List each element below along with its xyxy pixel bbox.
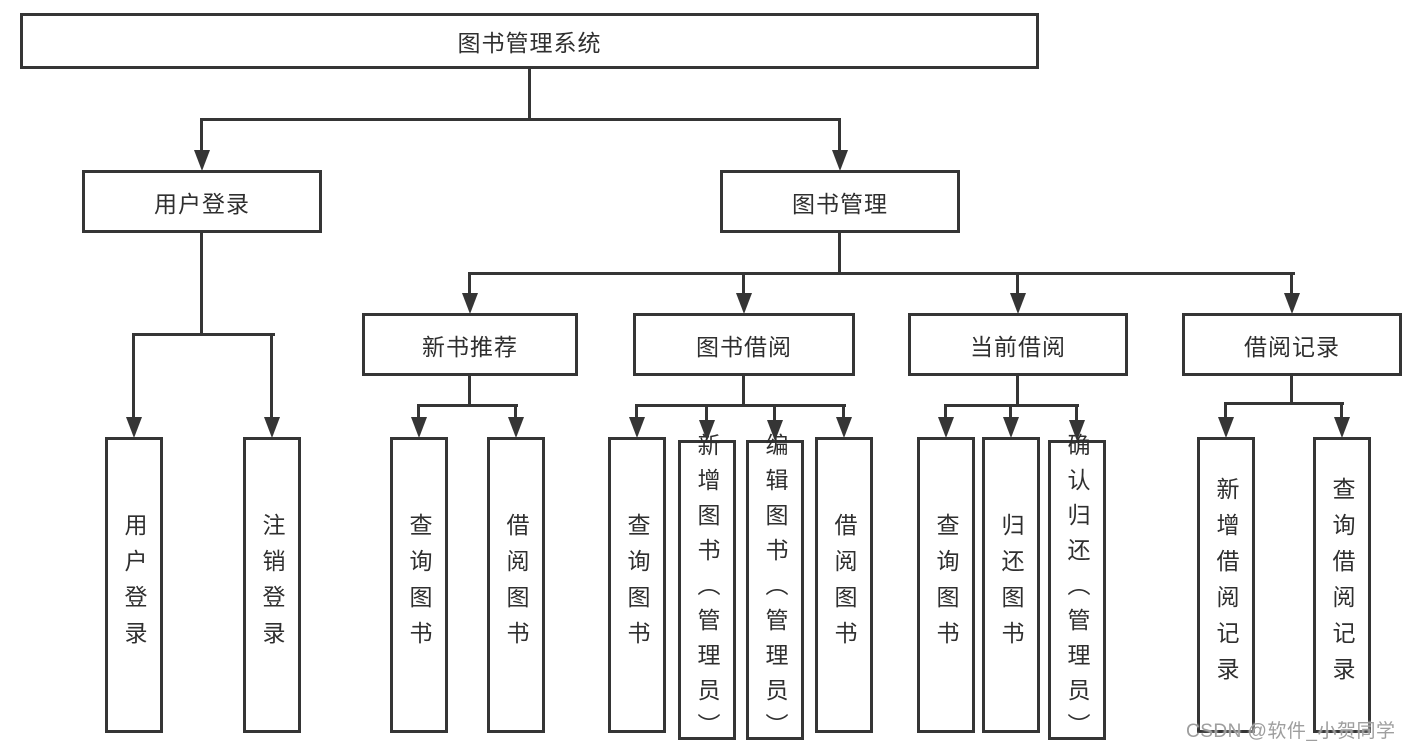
arrow-down-icon [836, 417, 852, 438]
leaf-confirm-return-admin: 确认归还（管理员） [1048, 433, 1106, 747]
connector-line [635, 404, 638, 419]
connector-line [944, 404, 947, 419]
connector-line [1290, 272, 1293, 296]
node-borrow-records: 借阅记录 [1182, 313, 1402, 376]
leaf-user-login: 用户登录 [105, 437, 163, 733]
connector-line [417, 404, 518, 407]
connector-line [838, 233, 841, 274]
arrow-down-icon [194, 150, 210, 171]
connector-line [1224, 402, 1227, 419]
arrow-down-icon [629, 417, 645, 438]
leaf-query-books-recommend: 查询图书 [390, 437, 448, 733]
connector-line [514, 404, 517, 419]
node-user-login: 用户登录 [82, 170, 322, 233]
connector-line [838, 118, 841, 152]
connector-line [842, 404, 845, 419]
node-new-book-recommend: 新书推荐 [362, 313, 578, 376]
connector-line [705, 404, 708, 422]
leaf-add-borrow-record: 新增借阅记录 [1197, 437, 1255, 733]
arrow-down-icon [264, 417, 280, 438]
leaf-borrow-books-recommend: 借阅图书 [487, 437, 545, 733]
arrow-down-icon [832, 150, 848, 171]
connector-line [773, 404, 776, 422]
arrow-down-icon [1284, 293, 1300, 314]
connector-line [1075, 404, 1078, 422]
connector-line [468, 272, 471, 296]
connector-line [132, 333, 135, 421]
connector-line [200, 118, 203, 152]
arrow-down-icon [126, 417, 142, 438]
leaf-query-borrow-record: 查询借阅记录 [1313, 437, 1371, 733]
connector-line [528, 69, 531, 120]
connector-line [468, 376, 471, 406]
connector-line [1290, 376, 1293, 404]
arrow-down-icon [1003, 417, 1019, 438]
connector-line [742, 272, 745, 296]
connector-line [1016, 376, 1019, 406]
connector-line [270, 333, 273, 421]
leaf-return-books: 归还图书 [982, 437, 1040, 733]
connector-line [742, 376, 745, 406]
leaf-add-books-admin: 新增图书（管理员） [678, 433, 736, 747]
connector-line [1224, 402, 1344, 405]
arrow-down-icon [508, 417, 524, 438]
node-book-borrow: 图书借阅 [633, 313, 855, 376]
leaf-edit-books-admin: 编辑图书（管理员） [746, 433, 804, 747]
connector-line [468, 272, 1295, 275]
arrow-down-icon [462, 293, 478, 314]
arrow-down-icon [938, 417, 954, 438]
connector-line [1009, 404, 1012, 419]
leaf-borrow-books: 借阅图书 [815, 437, 873, 733]
node-current-borrow: 当前借阅 [908, 313, 1128, 376]
leaf-logout: 注销登录 [243, 437, 301, 733]
arrow-down-icon [767, 420, 783, 441]
connector-line [200, 233, 203, 335]
arrow-down-icon [1218, 417, 1234, 438]
arrow-down-icon [1010, 293, 1026, 314]
csdn-watermark: CSDN @软件_小贺同学 [1186, 721, 1396, 742]
arrow-down-icon [411, 417, 427, 438]
leaf-query-books-borrow: 查询图书 [608, 437, 666, 733]
connector-line [635, 404, 846, 407]
arrow-down-icon [699, 420, 715, 441]
arrow-down-icon [1069, 420, 1085, 441]
connector-line [417, 404, 420, 419]
connector-line [200, 118, 841, 121]
node-book-management: 图书管理 [720, 170, 960, 233]
node-root-library-system: 图书管理系统 [20, 13, 1039, 69]
arrow-down-icon [1334, 417, 1350, 438]
connector-line [1016, 272, 1019, 296]
connector-line [132, 333, 275, 336]
arrow-down-icon [736, 293, 752, 314]
leaf-query-books-current: 查询图书 [917, 437, 975, 733]
connector-line [1340, 402, 1343, 419]
